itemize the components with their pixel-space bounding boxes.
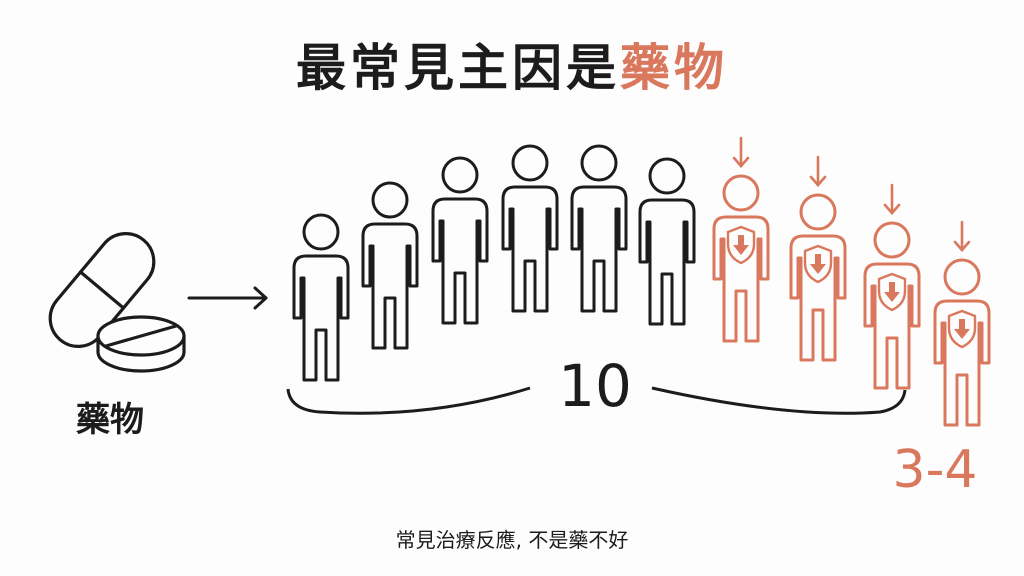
person-icon [570, 144, 628, 313]
person-icon [292, 213, 350, 382]
shield-icon [877, 272, 907, 312]
person-icon [638, 157, 696, 326]
down-arrow-icon [732, 136, 750, 168]
person-icon [431, 156, 489, 325]
person-shield-down-icon [863, 221, 921, 390]
person-shield-down-icon [789, 193, 847, 362]
person-shield-down-icon [933, 258, 991, 427]
person-shield-down-icon [712, 174, 770, 343]
brace-left [286, 386, 531, 415]
down-arrow-icon [953, 220, 971, 252]
person-icon [361, 181, 419, 350]
down-arrow-icon [809, 155, 827, 187]
shield-icon [726, 225, 756, 265]
title-main: 最常見主因是 [296, 39, 620, 97]
title-accent: 藥物 [620, 39, 728, 97]
drug-label: 藥物 [76, 400, 144, 440]
total-count: 10 [558, 352, 632, 420]
shield-icon [947, 309, 977, 349]
down-arrow-icon [883, 183, 901, 215]
tablet-icon [96, 315, 186, 373]
person-icon [501, 144, 559, 313]
people-row [292, 136, 991, 427]
shield-icon [803, 244, 833, 284]
affected-count: 3-4 [892, 440, 978, 500]
capsule-icon [48, 232, 156, 348]
caption: 常見治療反應, 不是藥不好 [395, 528, 629, 552]
page-title: 最常見主因是藥物 [0, 28, 1024, 100]
right-arrow-icon [187, 286, 268, 310]
brace-right [651, 386, 907, 415]
